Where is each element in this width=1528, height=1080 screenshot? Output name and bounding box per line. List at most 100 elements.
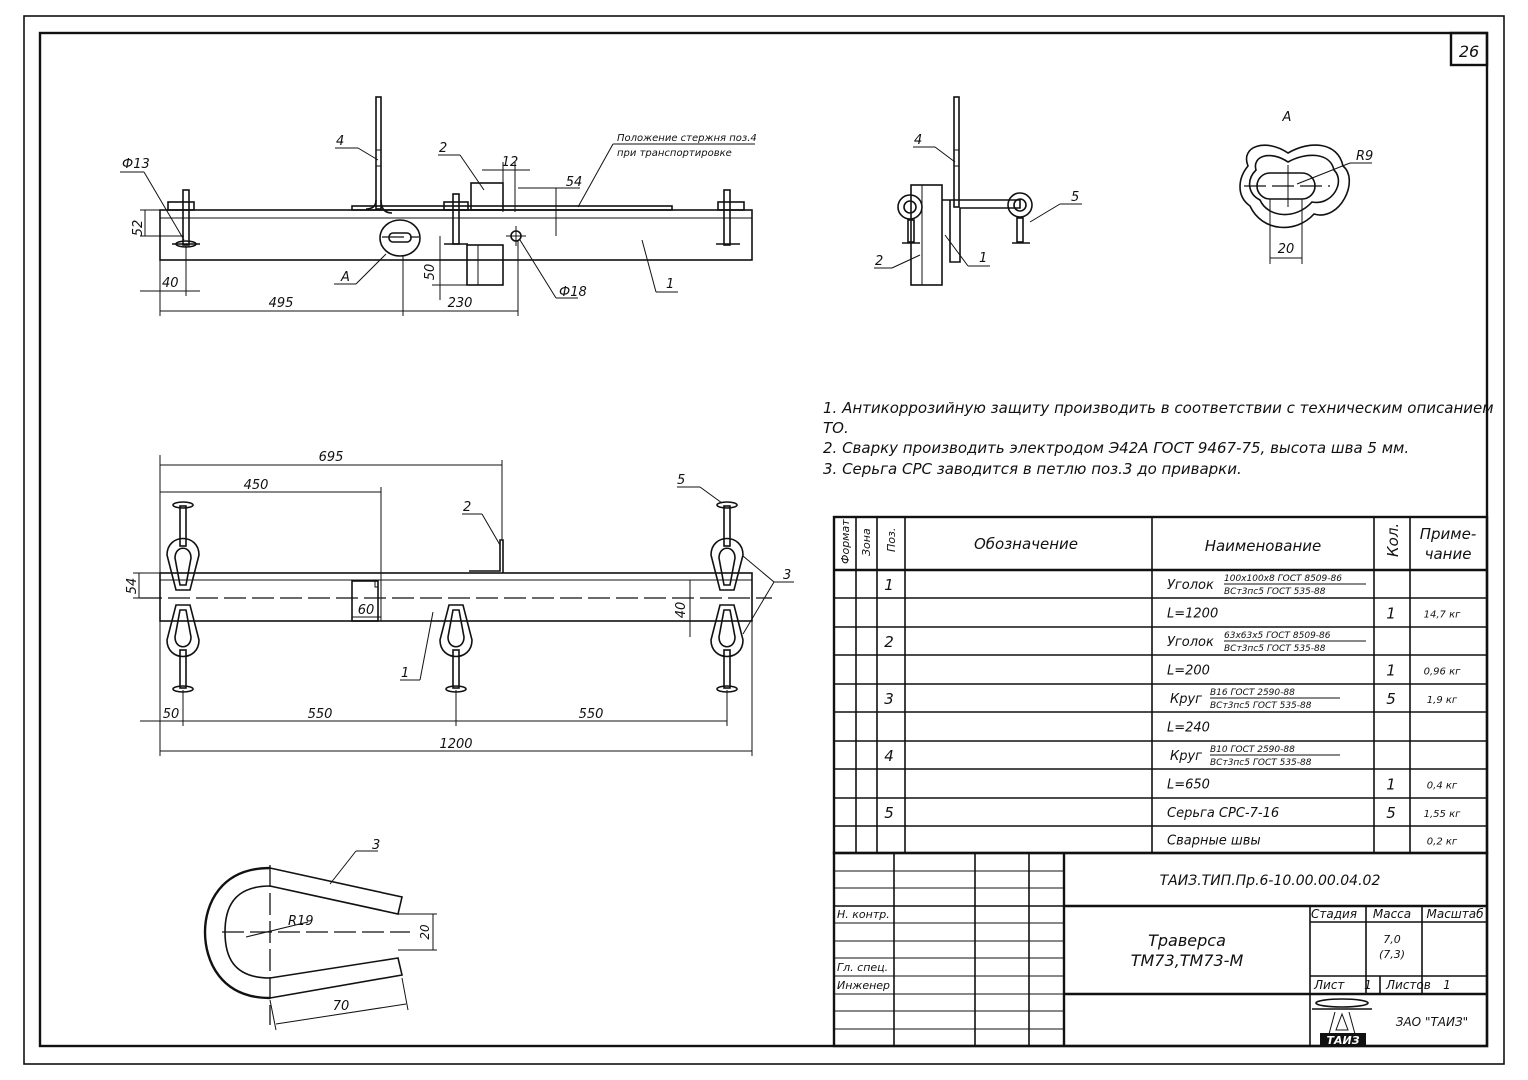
- dim-phi13: Ф13: [122, 157, 150, 172]
- loop-dim-20: 20: [418, 924, 432, 940]
- bom-qty: 1: [1386, 662, 1396, 680]
- bom-name: L=200: [1167, 664, 1210, 679]
- side-angle-pos2: [910, 184, 943, 286]
- side-callout-2: 2: [875, 254, 883, 269]
- note-2: 2. Сварку производить электродом Э42А ГО…: [823, 439, 1409, 457]
- mass-label: Масса: [1373, 907, 1411, 921]
- bom-name: Круг: [1170, 749, 1202, 764]
- bom-header-designation: Обозначение: [974, 535, 1078, 553]
- dim-495: 495: [269, 296, 294, 311]
- bom-pos: 4: [884, 747, 894, 765]
- doc-code: ТАИЗ.ТИП.Пр.6-10.00.00.04.02: [1160, 873, 1381, 889]
- bom-frac-bottom: ВСт3пс5 ГОСТ 535-88: [1224, 587, 1326, 597]
- bom-pos: 5: [884, 804, 894, 822]
- shackle-left: [166, 501, 200, 693]
- bom-header-qty: Кол.: [1384, 523, 1402, 557]
- mass-value: 7,0: [1383, 933, 1401, 946]
- dim-230: 230: [448, 296, 473, 311]
- rod-pos4: [375, 96, 382, 210]
- bom-pos: 3: [884, 690, 894, 708]
- stage-label: Стадия: [1311, 907, 1357, 921]
- dim-phi18: Ф18: [559, 285, 587, 300]
- title-block-grid: [834, 870, 1064, 1030]
- dim-52: 52: [131, 220, 146, 237]
- dim-50: 50: [423, 264, 438, 281]
- view-a-label: A: [1282, 110, 1292, 125]
- sheets-value: 1: [1443, 978, 1451, 992]
- bom-name: Уголок: [1167, 578, 1214, 593]
- detail-a-20: 20: [1278, 242, 1295, 257]
- bom-qty: 1: [1386, 776, 1396, 794]
- side-rod-pos4: [953, 96, 960, 208]
- scale-label: Масштаб: [1426, 907, 1484, 921]
- title-line-1: Траверса: [1148, 931, 1226, 950]
- detail-a-r9: R9: [1356, 149, 1373, 164]
- sheet-value: 1: [1364, 978, 1372, 992]
- bom-note: 14,7 кг: [1424, 610, 1461, 621]
- sheet-number-box: 26: [1449, 31, 1489, 67]
- title-block: ТАИЗ.ТИП.Пр.6-10.00.00.04.02 Траверса ТМ…: [832, 851, 1489, 1048]
- bolt-right: [716, 189, 745, 246]
- bom-frac-bottom: ВСт3пс5 ГОСТ 535-88: [1224, 644, 1326, 654]
- bom-name: Сварные швы: [1167, 834, 1261, 849]
- dim-front-54: 54: [125, 578, 140, 595]
- sheet-label: Лист: [1313, 978, 1345, 992]
- side-callout-1: 1: [979, 251, 987, 266]
- shackle-middle: [439, 604, 473, 693]
- front-callout-3: 3: [783, 568, 791, 583]
- bom-name: Уголок: [1167, 635, 1214, 650]
- transport-note-2: при транспортировке: [617, 148, 732, 159]
- dim-60: 60: [358, 603, 375, 618]
- n-kontr-label: Н. контр.: [837, 908, 890, 921]
- callout-a: А: [340, 270, 350, 285]
- gl-spec-label: Гл. спец.: [837, 961, 888, 974]
- bolt-left: [167, 189, 200, 248]
- title-line-2: ТМ73,ТМ73-М: [1131, 951, 1244, 970]
- bom-frac-top: В16 ГОСТ 2590-88: [1210, 688, 1295, 698]
- outer-frame: [23, 15, 1505, 1065]
- front-beam: [159, 572, 753, 622]
- bom-name: L=650: [1167, 778, 1210, 793]
- dim-12: 12: [502, 155, 519, 170]
- dim-695: 695: [319, 450, 344, 465]
- mass-value-2: (7,3): [1379, 948, 1405, 961]
- bom-header-note-1: Приме-: [1420, 525, 1477, 543]
- side-view: 4 5 2 1: [874, 96, 1082, 286]
- loop-callout-3: 3: [372, 838, 380, 853]
- bom-frac-top: 100х100х8 ГОСТ 8509-86: [1224, 574, 1342, 584]
- bom-header-zone: Зона: [860, 528, 873, 556]
- bom-frac-bottom: ВСт3пс5 ГОСТ 535-88: [1210, 701, 1312, 711]
- note-1-cont: ТО.: [823, 419, 849, 437]
- bom-note: 0,4 кг: [1427, 781, 1458, 792]
- bom-note: 0,2 кг: [1427, 837, 1458, 848]
- bom-qty: 1: [1386, 605, 1396, 623]
- company-logo: ТАИЗ: [1312, 998, 1372, 1047]
- front-callout-2: 2: [463, 500, 471, 515]
- bom-frac-bottom: ВСт3пс5 ГОСТ 535-88: [1210, 758, 1312, 768]
- loop-detail: 20 R19 3 70: [203, 838, 437, 1031]
- bom-header-name: Наименование: [1205, 537, 1322, 555]
- bom-note: 1,55 кг: [1424, 809, 1461, 820]
- sheets-label: Листов: [1385, 978, 1431, 992]
- note-1: 1. Антикоррозийную защиту производить в …: [823, 399, 1494, 417]
- bom-note: 0,96 кг: [1424, 667, 1461, 678]
- bom-name: L=240: [1167, 721, 1210, 736]
- side-callout-4: 4: [914, 133, 922, 148]
- bom-name: Серьга СРС-7-16: [1167, 806, 1279, 821]
- dim-550-left: 550: [308, 707, 333, 722]
- front-callout-1: 1: [401, 666, 409, 681]
- logo-text: ТАИЗ: [1326, 1034, 1359, 1047]
- callout-2: 2: [439, 141, 447, 156]
- transport-note-1: Положение стержня поз.4: [617, 133, 757, 144]
- side-angle-pos1: [942, 199, 1021, 263]
- front-angle-pos2: [469, 539, 504, 573]
- dim-450: 450: [244, 478, 269, 493]
- dim-50-front: 50: [163, 707, 180, 722]
- front-callout-5: 5: [677, 473, 685, 488]
- detail-a: A R9 20: [1239, 110, 1373, 264]
- loop-r19: R19: [288, 914, 314, 929]
- bom-header-pos: Поз.: [885, 528, 898, 552]
- top-view: 52 40 495 230 50 12 54 Ф13 4 2 Положение…: [120, 96, 757, 316]
